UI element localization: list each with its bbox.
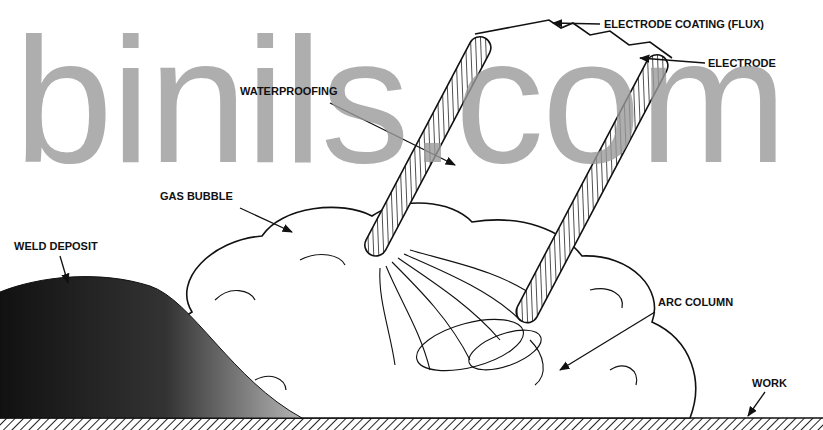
label-holder: WATERPROOFING <box>240 85 338 97</box>
work-plate <box>0 418 823 430</box>
part-label: WELD DEPOSIT <box>14 240 98 252</box>
label-holder: WELD DEPOSIT <box>14 240 98 252</box>
bubble-swirls <box>215 255 637 390</box>
watermark: binils.com <box>14 12 785 190</box>
part-label: GAS BUBBLE <box>160 190 233 202</box>
leader-work <box>748 392 765 416</box>
leader-weld-deposit <box>60 256 68 283</box>
label-holder: ARC COLUMN <box>658 296 733 308</box>
part-label: WORK <box>752 377 787 389</box>
label-holder: WORK <box>752 377 787 389</box>
leader-arc-column <box>560 312 655 370</box>
label-holder: GAS BUBBLE <box>160 190 233 202</box>
label-holder: binils.com <box>14 12 785 190</box>
weld-deposit <box>0 277 302 418</box>
part-label: ARC COLUMN <box>658 296 733 308</box>
part-label: WATERPROOFING <box>240 85 338 97</box>
leader-gas-bubble <box>240 208 292 232</box>
